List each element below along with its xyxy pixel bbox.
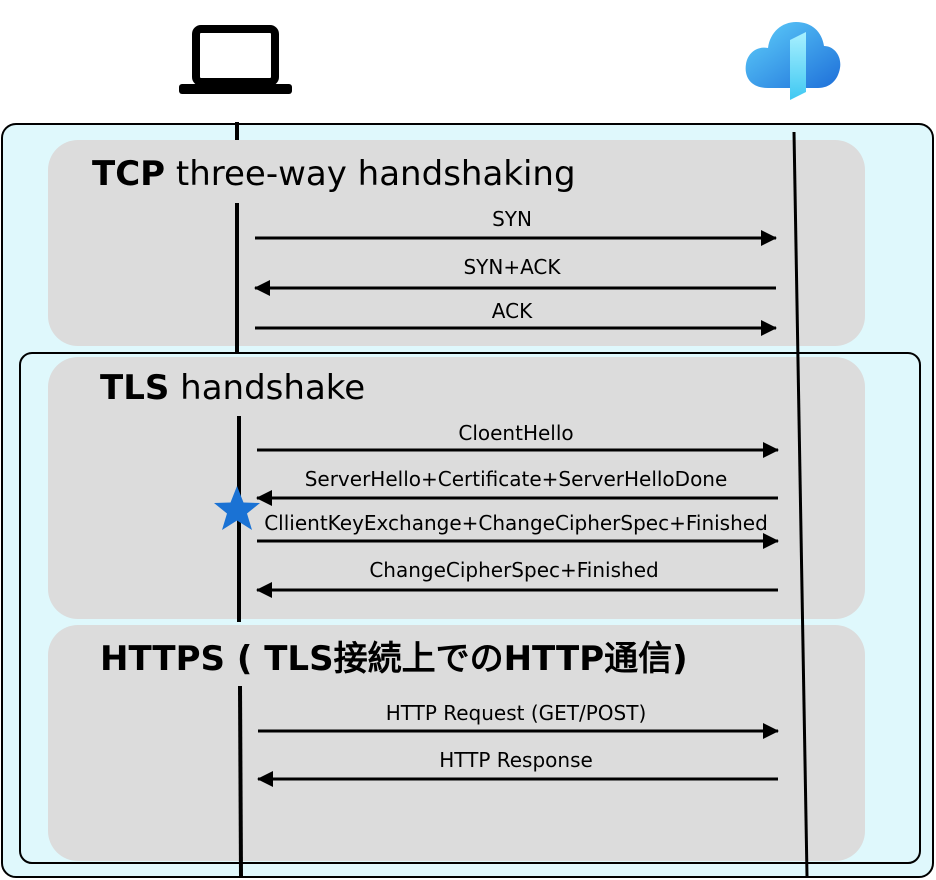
client-key-exchange-label: CllientKeyExchange+ChangeCipherSpec+Fini…: [264, 511, 768, 535]
syn-ack-label: SYN+ACK: [463, 255, 561, 279]
tls-https-frame: [19, 352, 921, 864]
https-section-panel: [48, 625, 865, 861]
laptop-icon: [179, 25, 292, 94]
server-hello-label: ServerHello+Certificate+ServerHelloDone: [305, 467, 728, 491]
syn-label: SYN: [492, 207, 532, 231]
tls-section-title: TLS handshake: [100, 368, 365, 408]
tcp-section-panel: [48, 140, 865, 346]
change-cipher-spec-label: ChangeCipherSpec+Finished: [369, 558, 658, 582]
ack-label: ACK: [492, 299, 533, 323]
tls-section-panel: [48, 357, 865, 619]
https-section-title: HTTPS ( TLS接続上でのHTTP通信): [100, 639, 688, 679]
http-response-label: HTTP Response: [439, 748, 593, 772]
server-lifeline: [792, 131, 809, 877]
http-request-label: HTTP Request (GET/POST): [386, 701, 647, 725]
star-icon: [214, 486, 260, 530]
client-hello-label: CloentHello: [458, 421, 573, 445]
tcp-section-title: TCP three-way handshaking: [92, 154, 576, 194]
cloud-icon: [745, 22, 841, 100]
